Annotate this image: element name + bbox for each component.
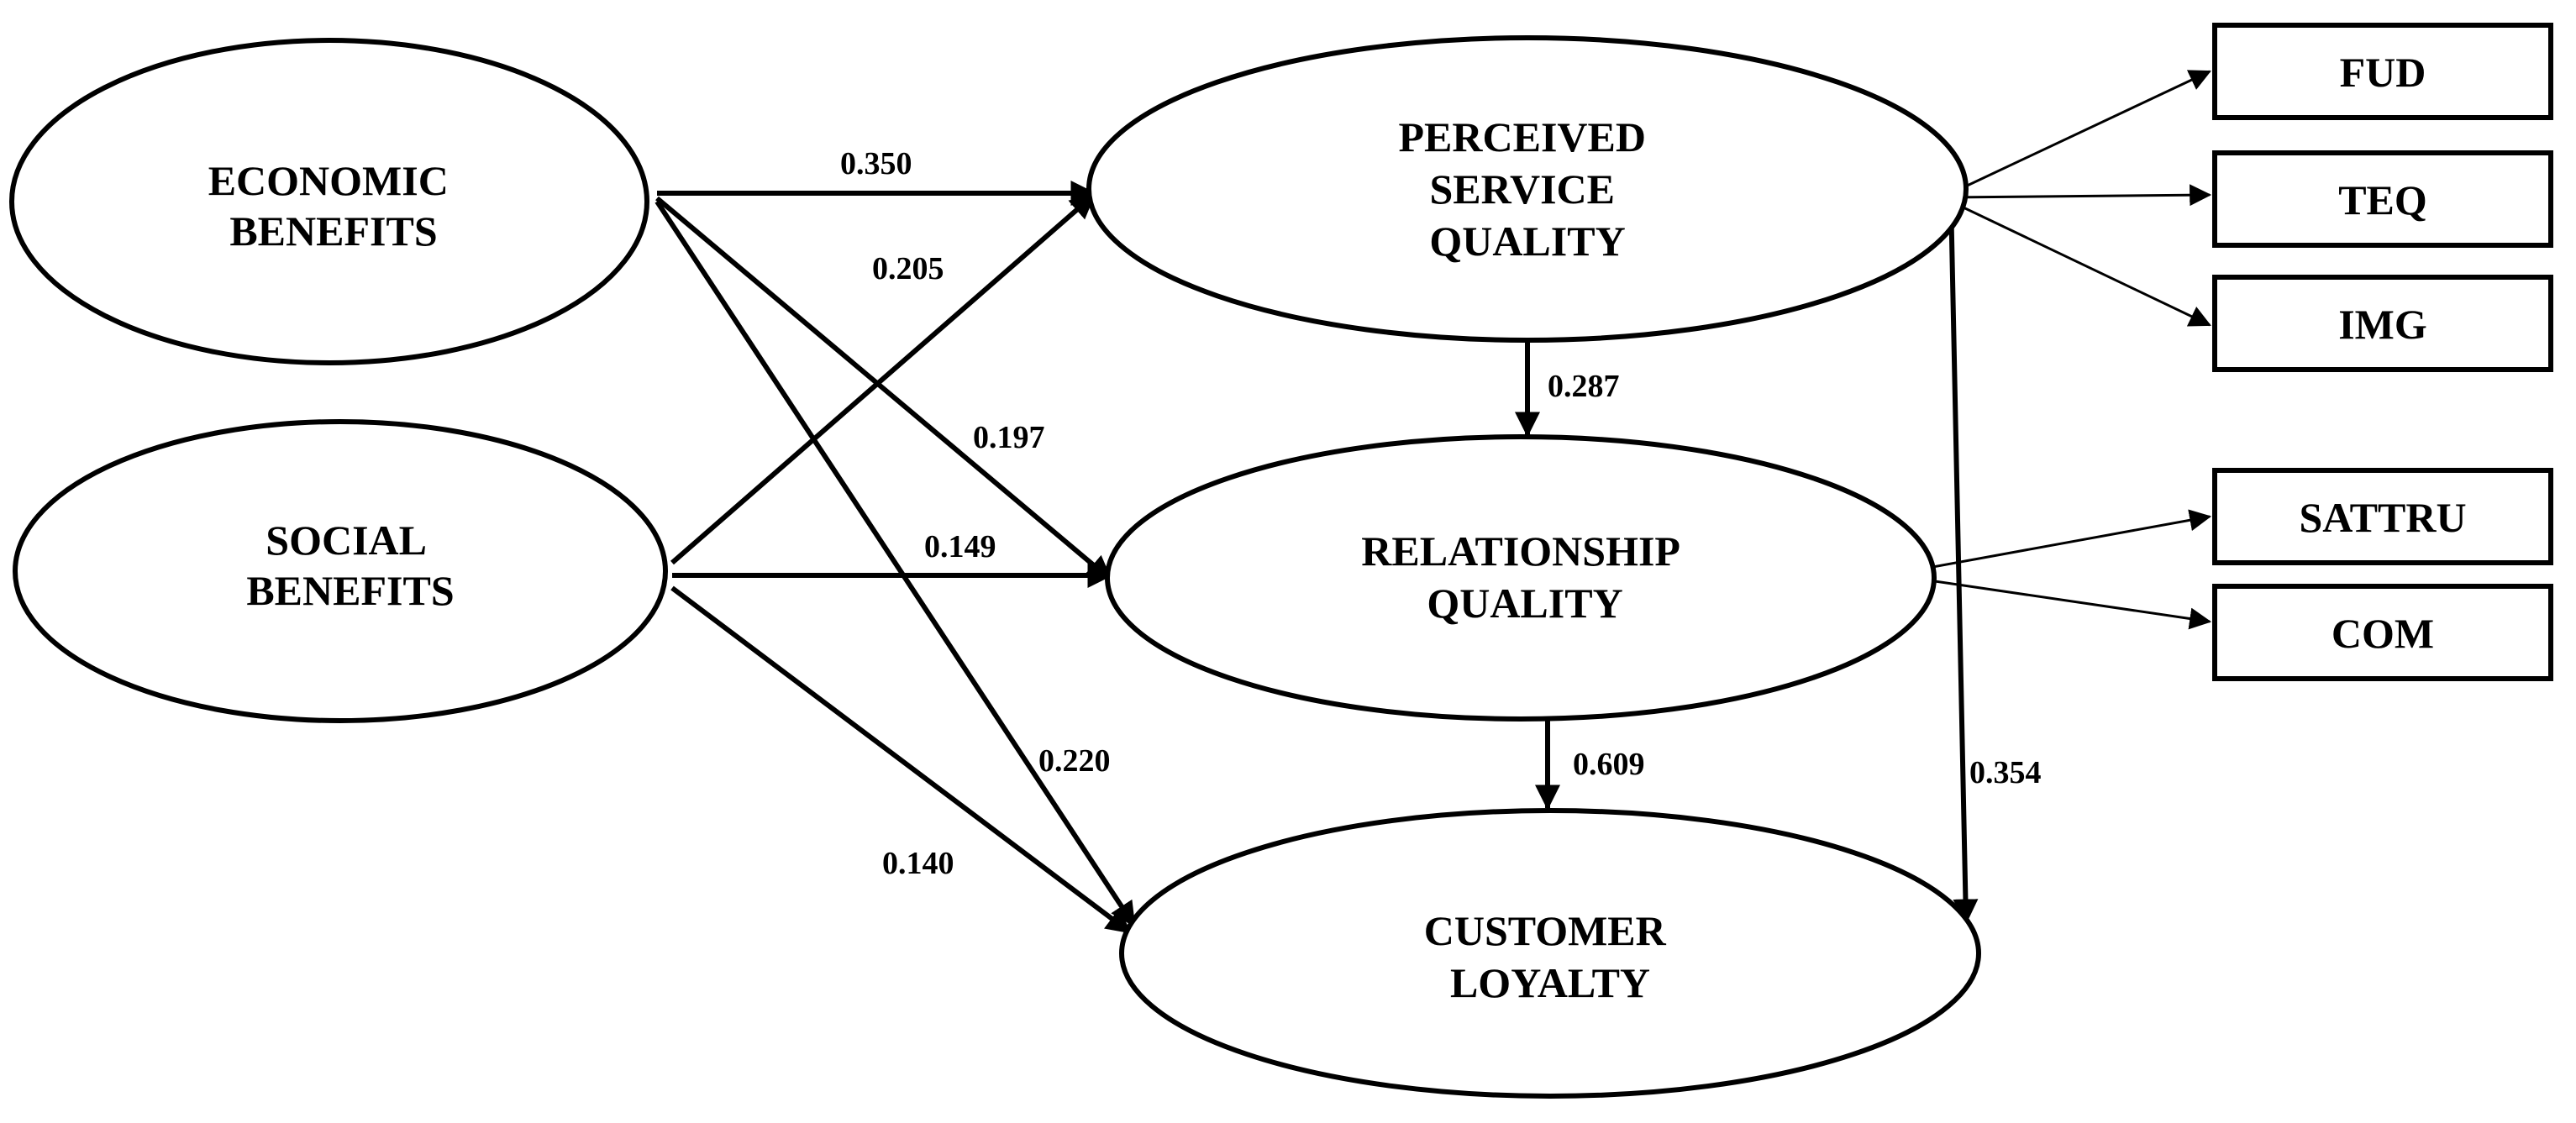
coef-psq-cl: 0.354	[1969, 755, 2042, 790]
path-eb-cl	[655, 200, 1137, 928]
path-psq-cl	[1948, 197, 1979, 925]
svg-text:SOCIAL BENEFITS: SOCIAL BENEFITS	[246, 517, 454, 614]
indicator-label: SATTRU	[2299, 494, 2466, 541]
node-label-line: SERVICE	[1429, 165, 1615, 213]
indicator-teq: TEQ	[2212, 150, 2553, 248]
node-label-line: BENEFITS	[246, 567, 454, 614]
node-relationship-quality: RELATIONSHIP QUALITY	[1105, 434, 1937, 722]
path-psq-teq	[1947, 184, 2212, 207]
indicator-label: COM	[2332, 610, 2434, 657]
indicator-label: IMG	[2338, 301, 2427, 348]
coef-eb-psq: 0.350	[840, 146, 912, 181]
indicator-label: FUD	[2340, 49, 2426, 96]
coef-sb-cl: 0.140	[882, 846, 954, 881]
node-label-line: CUSTOMER	[1424, 907, 1667, 954]
node-perceived-service-quality: PERCEIVED SERVICE QUALITY	[1086, 35, 1969, 343]
node-label-line: QUALITY	[1427, 580, 1622, 627]
node-label-line: PERCEIVED	[1399, 113, 1646, 160]
structural-paths	[655, 181, 1979, 935]
coef-psq-rq: 0.287	[1548, 369, 1620, 404]
svg-text:PERCEIVED SERVICE: PERCEIVED SERVICE QUALITY	[1399, 113, 1657, 265]
path-coefficients: 0.350 0.205 0.197 0.149 0.220 0.140 0.28…	[840, 146, 2042, 881]
node-economic-benefits: ECONOMIC BENEFITS	[9, 38, 649, 365]
path-rq-com	[1900, 575, 2212, 630]
path-eb-rq	[655, 196, 1112, 582]
coef-sb-psq: 0.205	[872, 251, 944, 286]
svg-text:ECONOMIC BENEFITS: ECONOMIC BENEFITS	[208, 157, 460, 255]
coef-eb-rq: 0.197	[973, 420, 1045, 455]
node-label-line: QUALITY	[1429, 218, 1625, 265]
node-social-benefits: SOCIAL BENEFITS	[13, 419, 668, 723]
measurement-paths	[1900, 70, 2212, 630]
node-label-line: ECONOMIC	[208, 157, 449, 204]
indicator-fud: FUD	[2212, 23, 2553, 120]
path-sb-psq	[670, 192, 1096, 565]
node-customer-loyalty: CUSTOMER LOYALTY	[1119, 808, 1981, 1099]
svg-text:RELATIONSHIP QUALITY: RELATIONSHIP QUALITY	[1361, 527, 1688, 627]
coef-sb-rq: 0.149	[924, 529, 996, 564]
indicator-label: TEQ	[2338, 176, 2427, 223]
indicator-sattru: SATTRU	[2212, 468, 2553, 565]
node-label-line: SOCIAL	[265, 517, 425, 564]
path-psq-fud	[1947, 70, 2211, 197]
path-rq-sattru	[1900, 509, 2212, 575]
coef-eb-cl: 0.220	[1038, 743, 1111, 779]
node-label-line: RELATIONSHIP	[1361, 527, 1680, 575]
indicator-img: IMG	[2212, 275, 2553, 372]
node-label-line: LOYALTY	[1450, 959, 1650, 1006]
coef-rq-cl: 0.609	[1573, 747, 1645, 782]
node-label-line: BENEFITS	[229, 207, 437, 255]
svg-text:CUSTOMER LOYALTY: CUSTOMER LOYALTY	[1424, 907, 1677, 1006]
indicator-com: COM	[2212, 584, 2553, 681]
path-psq-img	[1947, 198, 2211, 327]
path-sb-cl	[670, 585, 1132, 935]
